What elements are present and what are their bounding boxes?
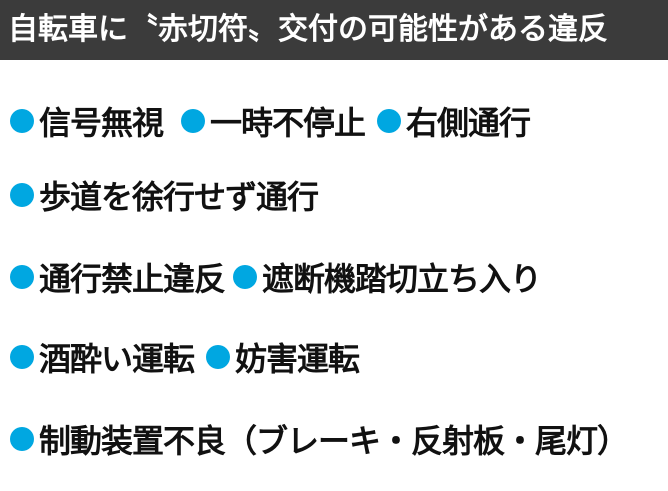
violation-label: 妨害運転 [235, 340, 360, 378]
bullet-icon [10, 345, 34, 369]
bullet-icon [377, 109, 402, 133]
list-item: 酒酔い運転 [10, 334, 195, 380]
violation-label: 通行禁止違反 [39, 260, 226, 298]
violation-label: 酒酔い運転 [39, 340, 195, 378]
list-item: 通行禁止違反 [10, 254, 226, 300]
violation-row: 酒酔い運転 妨害運転 [10, 334, 371, 380]
bullet-icon [206, 345, 231, 369]
title: 自転車に〝赤切符〟交付の可能性がある違反 [8, 12, 608, 47]
violation-label: 信号無視 [39, 104, 164, 142]
violation-row: 制動装置不良（ブレーキ・反射板・尾灯） [10, 416, 640, 462]
bullet-icon [10, 265, 34, 289]
list-item: 遮断機踏切立ち入り [233, 254, 542, 300]
violation-label: 歩道を徐行せず通行 [39, 178, 319, 216]
bullet-icon [10, 427, 34, 451]
list-item: 一時不停止 [181, 98, 366, 144]
violation-label: 制動装置不良（ブレーキ・反射板・尾灯） [39, 422, 629, 460]
violation-row: 歩道を徐行せず通行 [10, 172, 330, 218]
title-banner: 自転車に〝赤切符〟交付の可能性がある違反 [0, 0, 668, 60]
violation-label: 一時不停止 [210, 104, 366, 142]
list-item: 制動装置不良（ブレーキ・反射板・尾灯） [10, 416, 629, 462]
violation-row: 信号無視 一時不停止 右側通行 [10, 98, 542, 144]
list-item: 右側通行 [377, 98, 531, 144]
bullet-icon [233, 265, 258, 289]
bullet-icon [181, 109, 206, 133]
list-item: 歩道を徐行せず通行 [10, 172, 319, 218]
bullet-icon [10, 109, 34, 133]
bullet-icon [10, 183, 34, 207]
list-item: 信号無視 [10, 98, 164, 144]
violation-row: 通行禁止違反 遮断機踏切立ち入り [10, 254, 553, 300]
list-item: 妨害運転 [206, 334, 360, 380]
violation-label: 遮断機踏切立ち入り [262, 260, 542, 298]
violation-label: 右側通行 [406, 104, 531, 142]
